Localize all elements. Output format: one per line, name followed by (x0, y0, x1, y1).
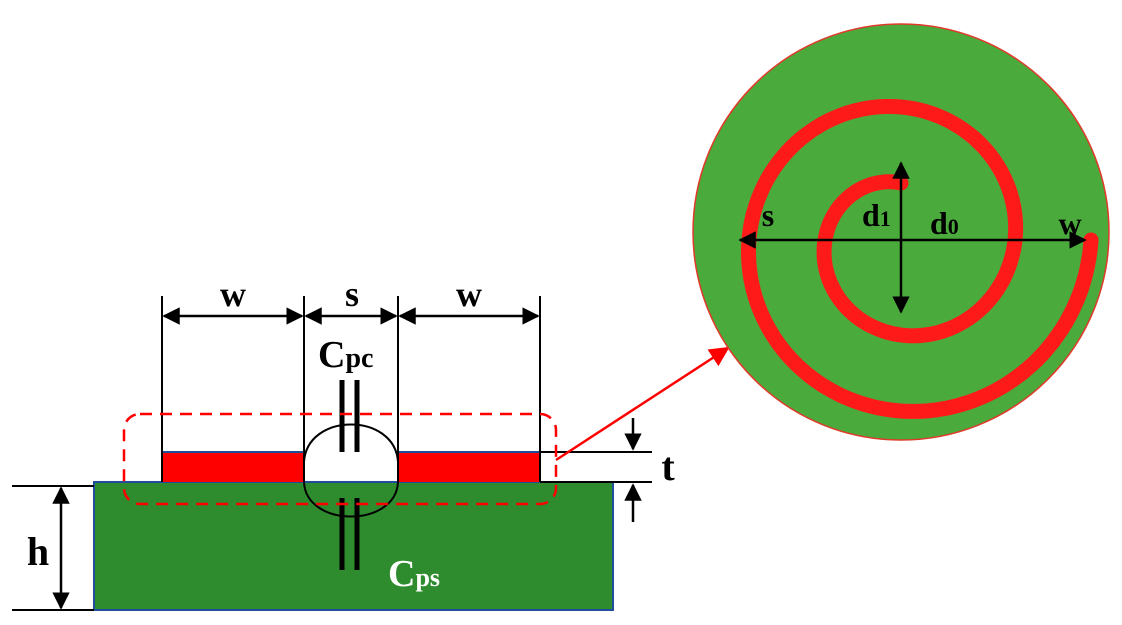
w-right-label: w (456, 274, 482, 314)
spiral-d1-label: d1 (862, 197, 891, 233)
left-conductor (162, 452, 304, 482)
h-label: h (27, 529, 49, 574)
fringe-field-lower (303, 481, 399, 518)
fringe-field-upper (303, 423, 399, 463)
t-label: t (661, 444, 675, 489)
right-conductor (398, 452, 540, 482)
spiral-w-label: w (1058, 205, 1081, 241)
s-gap-label: s (345, 274, 359, 314)
c-pc-label: Cpc (318, 334, 373, 376)
substrate (93, 481, 614, 611)
spiral-s-label: s (762, 197, 774, 233)
callout-arrow (555, 346, 730, 462)
callout-dashed-box (122, 412, 558, 506)
c-ps-label: Cps (388, 553, 440, 595)
spiral-conductor-trace (741, 99, 1099, 419)
w-left-label: w (220, 274, 246, 314)
spiral-d0-label: d0 (930, 205, 959, 241)
